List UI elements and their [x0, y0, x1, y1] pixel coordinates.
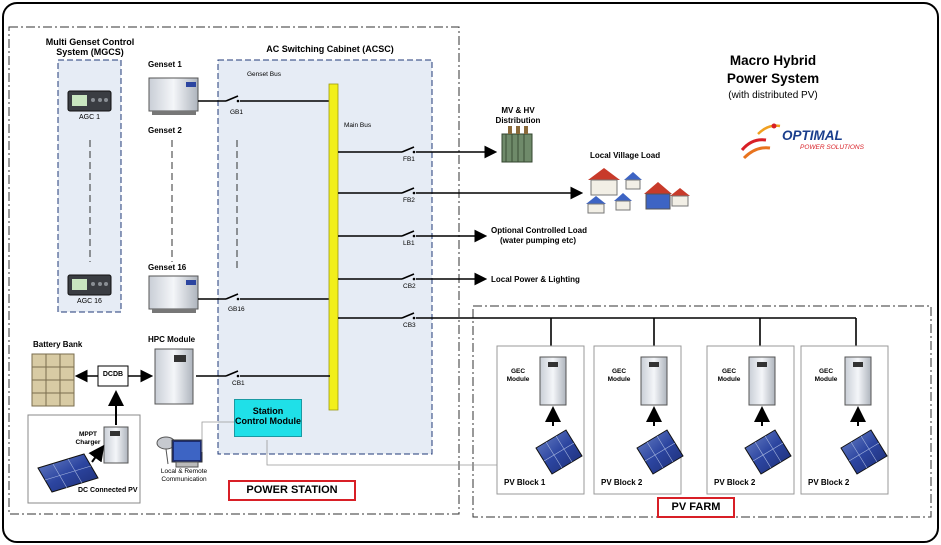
hpc-module-label: HPC Module — [148, 335, 196, 344]
title-line-1: Macro Hybrid — [729, 53, 817, 68]
gec-4-label-2: Module — [814, 376, 838, 383]
optional-load-label-2: (water pumping etc) — [500, 236, 577, 245]
pv-panel-1-icon — [535, 429, 583, 475]
breaker-fb2: FB2 — [403, 197, 415, 204]
gec-3-label-1: GEC — [721, 368, 737, 375]
gec-4-label-1: GEC — [818, 368, 834, 375]
breaker-cb3: CB3 — [403, 322, 416, 329]
breaker-gb16: GB16 — [228, 306, 245, 313]
battery-bank-label: Battery Bank — [33, 340, 83, 349]
breaker-gb1: GB1 — [230, 109, 244, 116]
agc1-controller — [67, 90, 112, 112]
village-houses-icon — [586, 168, 690, 214]
mgcs-title-2: System (MGCS) — [56, 47, 124, 57]
pv-block-3-label: PV Block 2 — [714, 478, 756, 487]
scm-label-2: Control Module — [235, 416, 301, 426]
station-control-module: Station Control Module — [234, 399, 302, 437]
mppt-label-2: Charger — [75, 439, 101, 446]
comm-label-2: Communication — [161, 476, 207, 483]
breaker-cb1: CB1 — [232, 380, 245, 387]
pv-panel-3-icon — [744, 429, 792, 475]
dc-pv-label: DC Connected PV — [78, 487, 138, 494]
village-load-label: Local Village Load — [590, 151, 661, 160]
communication-icon — [156, 436, 203, 468]
mppt-charger-icon — [103, 426, 129, 464]
breaker-fb1: FB1 — [403, 156, 415, 163]
gec-3-label-2: Module — [717, 376, 741, 383]
mppt-label-1: MPPT — [78, 431, 98, 438]
agc1-label: AGC 1 — [78, 114, 100, 121]
scm-label-1: Station — [252, 406, 284, 416]
logo-tagline: POWER SOLUTIONS — [800, 144, 864, 151]
logo-wordmark: OPTIMAL — [782, 128, 843, 143]
lighting-load-label: Local Power & Lighting — [491, 275, 580, 284]
agc16-controller — [67, 274, 112, 296]
gec-module-1-icon — [539, 356, 567, 406]
genset-2-label: Genset 2 — [148, 126, 182, 135]
breaker-lb1: LB1 — [403, 240, 415, 247]
dcdb-label: DCDB — [102, 371, 124, 378]
mgcs-title-1: Multi Genset Control — [45, 37, 135, 47]
gec-module-2-icon — [640, 356, 668, 406]
main-bus-bar — [328, 83, 339, 411]
agc16-label: AGC 16 — [77, 298, 102, 305]
genset-16-label: Genset 16 — [148, 263, 187, 272]
gec-module-3-icon — [748, 356, 776, 406]
main-bus-label: Main Bus — [344, 122, 372, 129]
title-line-2: Power System — [726, 71, 820, 86]
genset-16-unit — [148, 275, 199, 313]
optimal-logo-mark — [740, 123, 781, 160]
comm-label-1: Local & Remote — [160, 468, 208, 475]
optional-load-label-1: Optional Controlled Load — [491, 226, 587, 235]
pv-block-2-label: PV Block 2 — [601, 478, 643, 487]
genset-1-unit — [148, 77, 199, 115]
power-station-frame — [8, 26, 460, 515]
title-subtitle: (with distributed PV) — [728, 90, 818, 101]
acsc-title: AC Switching Cabinet (ACSC) — [266, 44, 394, 54]
genset-bus-label: Genset Bus — [247, 71, 281, 78]
pv-block-1-label: PV Block 1 — [504, 478, 546, 487]
gec-2-label-2: Module — [607, 376, 631, 383]
mvhv-label-2: Distribution — [495, 116, 541, 125]
acsc-box — [217, 59, 433, 455]
gec-module-4-icon — [844, 356, 872, 406]
hpc-module-icon — [154, 348, 194, 405]
pv-panel-4-icon — [840, 429, 888, 475]
genset-1-label: Genset 1 — [148, 60, 182, 69]
dc-pv-panel-icon — [37, 453, 99, 493]
transformer-icon — [501, 126, 533, 163]
pv-block-4-frame — [800, 345, 889, 495]
dcdb-box — [97, 365, 129, 387]
pv-farm-label: PV FARM — [657, 497, 735, 518]
breaker-cb2: CB2 — [403, 283, 416, 290]
gec-2-label-1: GEC — [611, 368, 627, 375]
power-station-label: POWER STATION — [228, 480, 356, 501]
pv-panel-2-icon — [636, 429, 684, 475]
gec-1-label-1: GEC — [510, 368, 526, 375]
pv-block-4-label: PV Block 2 — [808, 478, 850, 487]
battery-bank-icon — [31, 353, 75, 407]
gec-1-label-2: Module — [506, 376, 530, 383]
mvhv-label-1: MV & HV — [501, 106, 535, 115]
